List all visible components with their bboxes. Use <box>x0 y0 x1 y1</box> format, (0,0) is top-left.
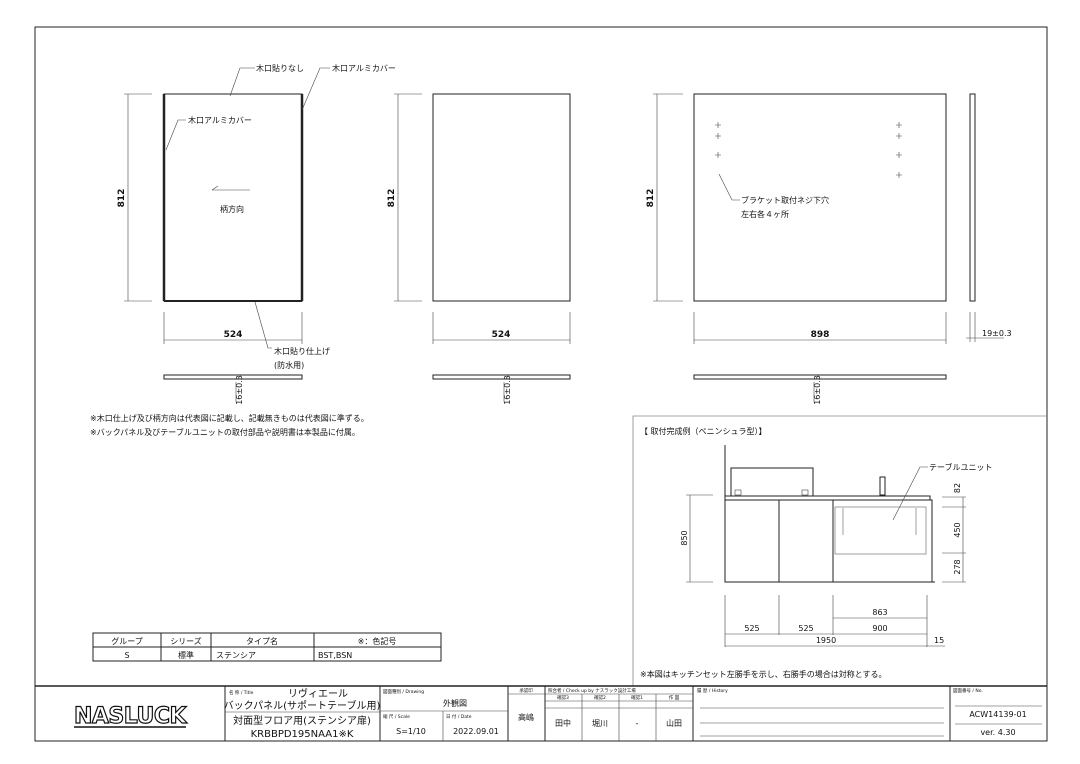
note-1: ※木口仕上げ及び柄方向は代表図に記載し、記載無きものは代表図に準ずる。 <box>90 413 369 423</box>
label-bracket-holes: ブラケット取付ネジ下穴 <box>741 195 829 205</box>
dim-width: 898 <box>811 330 830 340</box>
table-header: シリーズ <box>170 636 202 646</box>
table-header: グループ <box>111 636 143 646</box>
installation-example: 【 取付完成例（ペニンシュラ型）】 テーブルユニット 850 82 450 27… <box>632 415 1047 686</box>
table-header: タイプ名 <box>246 636 278 646</box>
label-aluminum-cover: 木口アルミカバー <box>332 63 396 73</box>
note-2: ※バックパネル及びテーブルユニットの取付部品や説明書は本製品に付属。 <box>90 427 360 437</box>
version: ver. 4.30 <box>980 728 1015 737</box>
product-name: リヴィエール <box>288 687 348 700</box>
approval-label: 承認印 <box>519 687 533 694</box>
label-table-unit: テーブルユニット <box>929 462 993 472</box>
drawing-number: ACW14139-01 <box>969 710 1026 719</box>
label-aluminum-cover-left: 木口アルミカバー <box>188 115 252 125</box>
table-cell: 標準 <box>178 650 194 660</box>
dim-mid: 450 <box>953 522 962 537</box>
dim-height: 850 <box>680 530 689 545</box>
panel-front-view-3: 812 898 16±0.3 ブラケット取付ネジ下穴 左右各４ヶ所 <box>646 93 947 405</box>
spec-table: グループ シリーズ タイプ名 ※：色記号 S 標準 ステンシア BST,BSN <box>92 632 442 662</box>
dim-w1: 525 <box>744 624 759 633</box>
label-no-edge-tape: 木口貼りなし <box>256 63 304 73</box>
dim-height: 812 <box>117 189 127 208</box>
dim-overhang: 15 <box>934 636 944 645</box>
scale-label: 縮 尺 / Scale <box>383 713 410 720</box>
drawing-label: 図面種別 / Drawing <box>383 688 424 695</box>
check-header: 確認3 <box>557 694 569 701</box>
dim-height: 812 <box>646 189 656 208</box>
dim-bottom: 278 <box>953 559 962 574</box>
check-header: 作 図 <box>669 694 680 701</box>
drawing-type: 外観図 <box>443 698 467 708</box>
table-cell: S <box>124 651 129 660</box>
check-label: 照合者 / Check up by ナスラック設計工場 <box>548 687 636 694</box>
title-line-3: 対面型フロア用(ステンシア扉) <box>233 714 371 727</box>
dim-width: 524 <box>492 330 511 340</box>
panel-side-view: 19±0.3 <box>966 93 1012 342</box>
detail-title: 【 取付完成例（ペニンシュラ型）】 <box>640 426 767 436</box>
nasluck-logo: NASLUCK <box>73 703 188 729</box>
table-cell: BST,BSN <box>318 651 352 660</box>
drawing-frame <box>34 26 1048 742</box>
dim-total: 1950 <box>816 636 836 645</box>
checker-name: 田中 <box>555 718 571 728</box>
dim-side-thickness: 19±0.3 <box>982 329 1012 338</box>
drafter-name: 山田 <box>666 718 682 728</box>
history-label: 履 歴 / History <box>697 688 728 694</box>
scale: S=1/10 <box>396 727 426 736</box>
dim-width: 524 <box>224 330 243 340</box>
dim-top: 82 <box>953 483 962 493</box>
grain-direction-arrow-icon <box>211 185 250 191</box>
label-bracket-holes-count: 左右各４ヶ所 <box>741 209 789 219</box>
check-header: 確認2 <box>594 694 606 701</box>
dim-height: 812 <box>387 189 397 208</box>
dim-w2: 525 <box>798 624 813 633</box>
dim-w3: 900 <box>872 624 887 633</box>
date-label: 日 付 / Date <box>446 713 472 720</box>
check-header: 確認1 <box>631 694 643 701</box>
label-edge-finish: 木口貼り仕上げ <box>274 346 330 356</box>
dim-inner: 863 <box>872 608 887 617</box>
checker-name: 堀川 <box>592 719 608 728</box>
label-grain-direction: 柄方向 <box>220 204 244 214</box>
title-line-2: バックパネル(サポートテーブル用) <box>224 699 381 712</box>
approver: 高嶋 <box>518 712 534 722</box>
panel-front-view-1: 812 524 16±0.3 木口貼りなし 木口アルミカバー 木口アルミカバー … <box>117 63 396 405</box>
screw-hole-icons <box>715 122 902 178</box>
title-block: NASLUCK 名 称 / Title リヴィエール バックパネル(サポートテー… <box>35 685 1047 741</box>
label-waterproof: (防水用) <box>274 360 304 370</box>
dim-thickness: 16±0.3 <box>813 375 822 405</box>
model-number: KRBBPD195NAA1※K <box>251 729 354 740</box>
title-label: 名 称 / Title <box>229 689 254 696</box>
detail-note: ※本図はキッチンセット左勝手を示し、右勝手の場合は対称とする。 <box>640 669 886 679</box>
checker-name: - <box>636 719 639 728</box>
number-label: 図面番号 / No. <box>953 687 983 694</box>
table-header: ※：色記号 <box>358 636 397 646</box>
faucet-icon <box>879 476 886 496</box>
dim-thickness: 16±0.3 <box>503 375 512 405</box>
table-cell: ステンシア <box>216 651 256 660</box>
dim-thickness: 16±0.3 <box>235 375 244 405</box>
date: 2022.09.01 <box>453 727 499 736</box>
panel-front-view-2: 812 524 16±0.3 <box>387 93 571 405</box>
svg-text:NASLUCK: NASLUCK <box>74 704 188 729</box>
